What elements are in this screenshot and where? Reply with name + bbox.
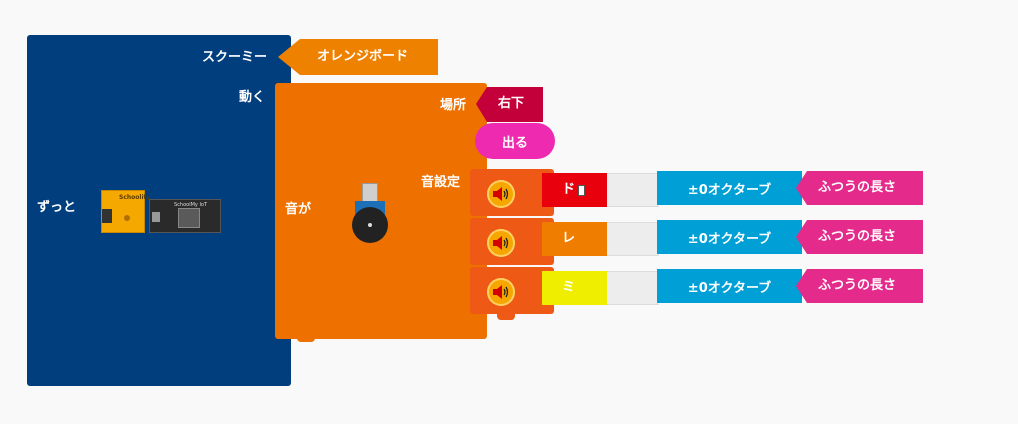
iot-chip	[178, 208, 200, 228]
orange-board-block[interactable]: オレンジボード	[278, 39, 438, 75]
length-label-2: ふつうの長さ	[818, 229, 897, 244]
place-label: 場所	[440, 98, 467, 113]
speaker-glyph	[493, 285, 509, 299]
length-shape-2	[796, 220, 923, 254]
speaker-icon[interactable]	[487, 180, 515, 208]
note-label-1: ド	[562, 182, 576, 197]
board-logo: Schoolity	[119, 194, 151, 201]
note-slot-2	[607, 222, 659, 256]
octave-block-2[interactable]: ±0オクターブ	[657, 220, 802, 254]
schoolmy-iot-image: SchoolMy IoT	[149, 199, 221, 233]
dropdown-icon[interactable]	[578, 184, 586, 196]
iot-logo: SchoolMy IoT	[174, 202, 208, 208]
speaker-icon[interactable]	[487, 229, 515, 257]
note-label-3: ミ	[562, 280, 576, 295]
speaker-glyph	[493, 187, 509, 201]
length-shape-1	[796, 171, 923, 205]
iot-connector	[152, 212, 160, 222]
sound-block-3[interactable]	[470, 267, 554, 314]
forever-label: ずっと	[37, 200, 77, 215]
length-block-1[interactable]: ふつうの長さ	[796, 171, 923, 205]
board-dot	[124, 215, 130, 221]
octave-block-3[interactable]: ±0オクターブ	[657, 269, 802, 303]
length-block-2[interactable]: ふつうの長さ	[796, 220, 923, 254]
board-connector	[102, 209, 112, 223]
move-block-notch	[297, 336, 315, 342]
buzzer-icon	[350, 183, 390, 245]
note-dropdown-3[interactable]: ミ	[542, 271, 608, 305]
sound-block-1[interactable]	[470, 169, 554, 216]
orange-board-label: オレンジボード	[317, 49, 409, 64]
buzzer-connector	[362, 183, 378, 203]
sound-block-2[interactable]	[470, 218, 554, 265]
note-slot-3	[607, 271, 659, 305]
place-shape	[476, 87, 543, 122]
schoolmy-label: スクーミー	[202, 50, 268, 65]
speaker-glyph	[493, 236, 509, 250]
length-label-1: ふつうの長さ	[818, 180, 897, 195]
note-dropdown-2[interactable]: レ	[542, 222, 608, 256]
note-dropdown-1[interactable]: ド	[542, 173, 608, 207]
appear-block[interactable]: 出る	[475, 123, 555, 159]
place-value-label: 右下	[498, 96, 525, 111]
schoolmy-board-image: Schoolity	[101, 190, 150, 233]
length-shape-3	[796, 269, 923, 303]
octave-block-1[interactable]: ±0オクターブ	[657, 171, 802, 205]
sound-label: 音が	[285, 202, 312, 217]
buzzer-hole	[368, 223, 372, 227]
buzzer-body	[352, 207, 388, 243]
length-block-3[interactable]: ふつうの長さ	[796, 269, 923, 303]
note-label-2: レ	[562, 231, 576, 246]
sound-stack-notch	[497, 314, 515, 320]
sound-setting-label: 音設定	[421, 175, 461, 190]
length-label-3: ふつうの長さ	[818, 278, 897, 293]
speaker-icon[interactable]	[487, 278, 515, 306]
orange-board-shape	[278, 39, 438, 75]
place-value-block[interactable]: 右下	[476, 87, 543, 122]
note-slot-1	[607, 173, 659, 207]
move-label: 動く	[239, 90, 266, 105]
